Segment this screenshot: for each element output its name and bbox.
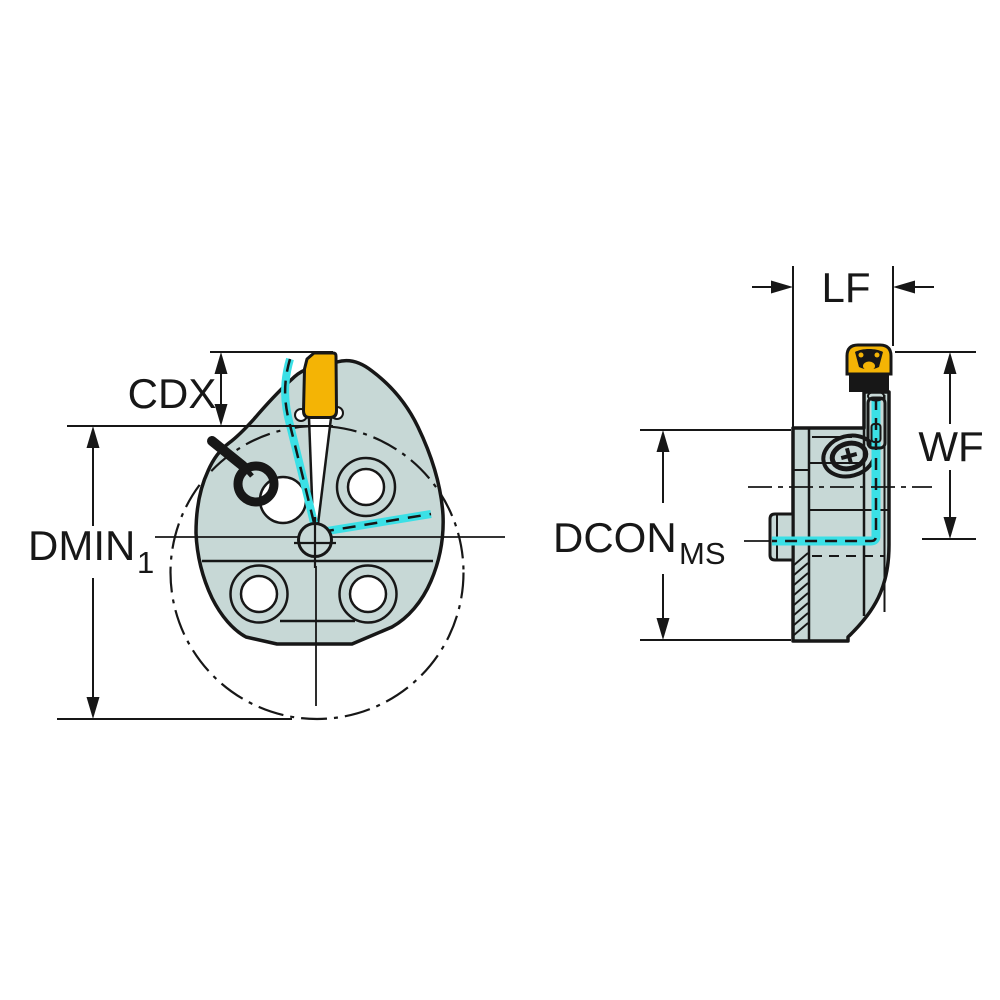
dcon-label: DCON	[553, 514, 677, 561]
arrowhead-down	[214, 404, 228, 426]
arrowhead-down	[86, 697, 100, 719]
blade-slit	[309, 418, 331, 524]
arrowhead-up	[656, 430, 670, 452]
seat-window-inner	[870, 423, 882, 443]
insert-dot	[874, 352, 880, 358]
locking-pin	[207, 436, 248, 471]
bolt-hole-ring	[338, 564, 398, 624]
arrowhead-right	[771, 280, 793, 294]
cutting-insert-front	[302, 351, 338, 419]
blade-slit-edge	[316, 417, 333, 525]
dimension-lf: LF	[752, 264, 934, 427]
seat-window	[866, 396, 887, 450]
coolant-channel-side-dash	[772, 398, 878, 543]
arrowhead-up	[943, 352, 957, 374]
dimension-cdx: CDX	[67, 351, 333, 427]
bolt-hole-ring	[335, 456, 397, 518]
insert-edge-detail	[863, 361, 875, 371]
dmin-reference-circle	[169, 424, 465, 721]
wf-label: WF	[918, 423, 983, 470]
dimension-wf: WF	[895, 351, 984, 540]
coolant-channel-right-dash	[320, 512, 432, 534]
dimension-dmin: DMIN 1	[28, 426, 292, 720]
screw-slot	[844, 447, 854, 465]
dmin-label: DMIN	[28, 522, 135, 569]
dmin-subscript: 1	[137, 545, 154, 580]
locking-pin-stem	[241, 464, 254, 478]
insert-clamp-band	[849, 374, 889, 392]
arrowhead-left	[893, 280, 915, 294]
bolt-hole	[346, 467, 386, 507]
bolt-hole-ring	[229, 564, 289, 624]
lf-label: LF	[821, 264, 870, 311]
dcon-subscript: MS	[679, 536, 726, 571]
front-view: CDX DMIN 1	[28, 351, 505, 721]
arrowhead-up	[86, 426, 100, 448]
screw-inner	[829, 440, 869, 472]
insert-dot	[858, 352, 864, 358]
arrowhead-down	[656, 618, 670, 640]
cdx-label: CDX	[128, 370, 217, 417]
arrowhead-up	[214, 352, 228, 374]
side-view: LF WF DCON MS	[553, 264, 984, 643]
dimension-dcon: DCON MS	[553, 429, 791, 641]
arrowhead-down	[943, 517, 957, 539]
bushing-ring	[233, 461, 279, 507]
bolt-hole	[348, 574, 388, 614]
flange-hatching	[793, 552, 809, 636]
bolt-hole	[239, 574, 279, 614]
